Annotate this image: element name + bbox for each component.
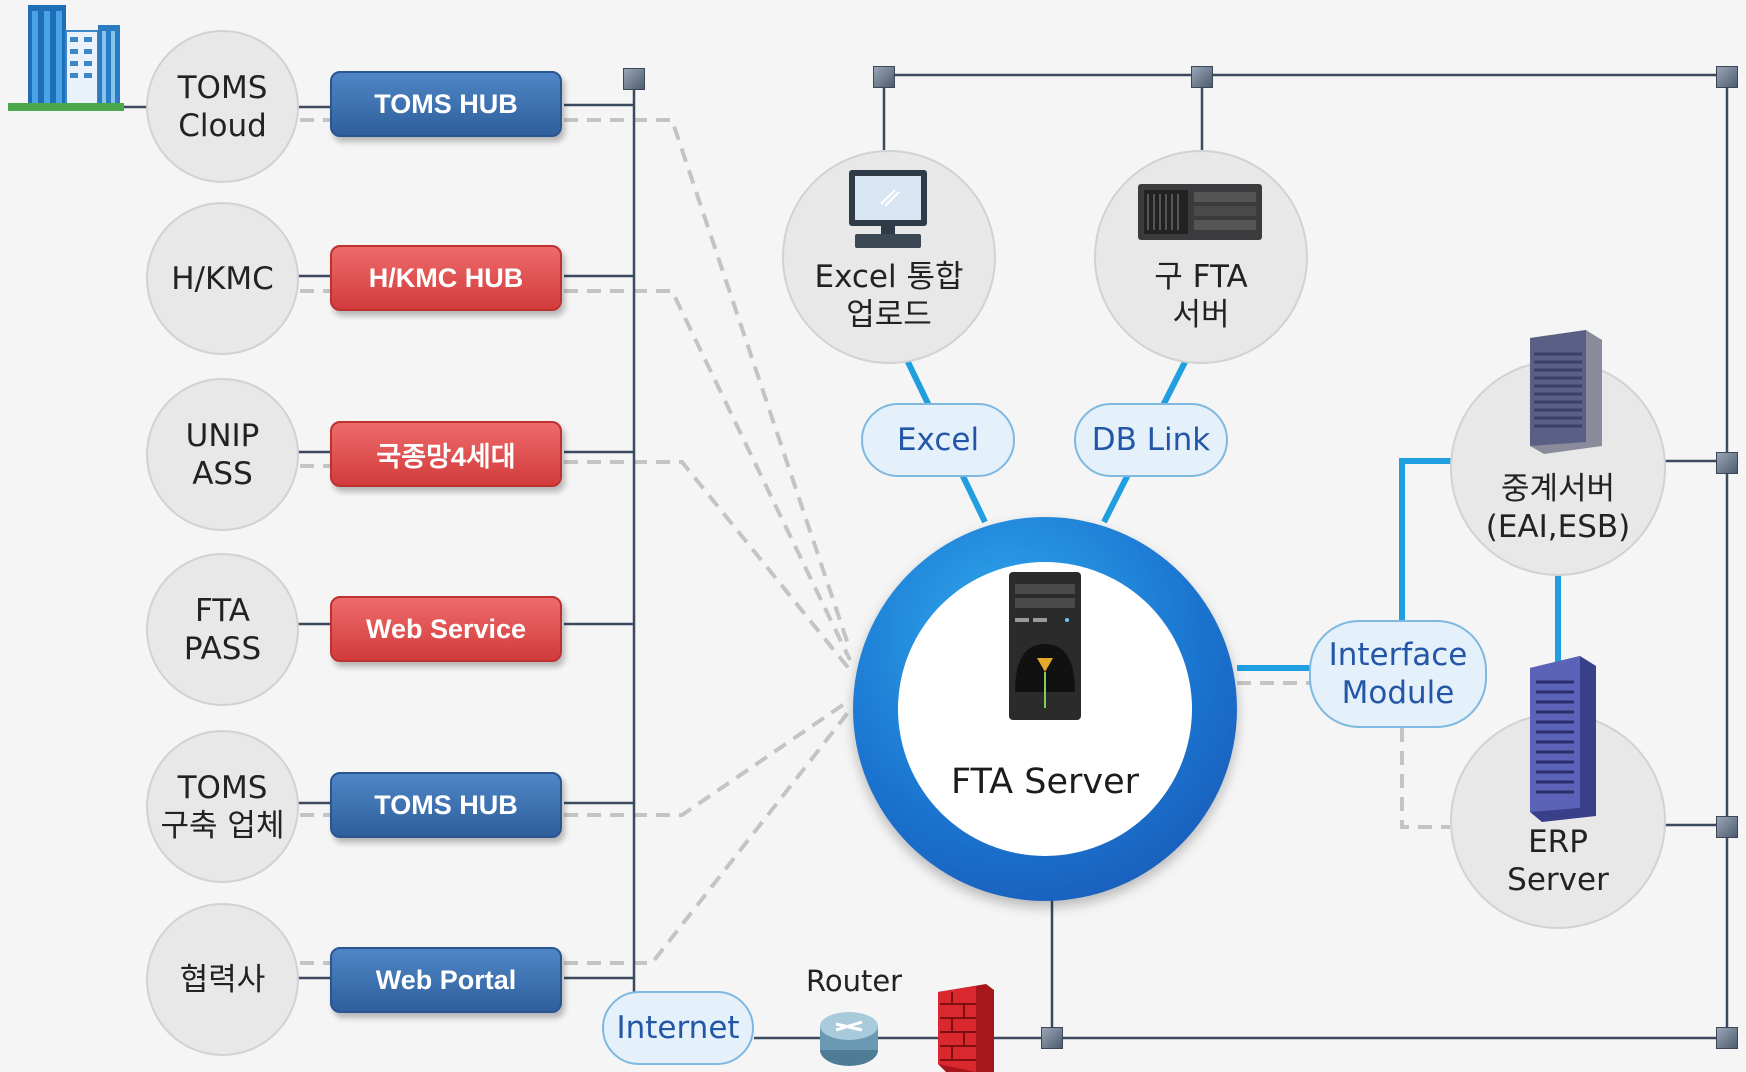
hub-web-portal: Web Portal	[330, 947, 562, 1013]
source-label-line: ASS	[192, 455, 253, 492]
building-icon	[8, 5, 124, 111]
hub-toms-hub-vendor: TOMS HUB	[330, 772, 562, 838]
connector-label-line: Interface	[1328, 637, 1468, 673]
internet-connector: Internet	[602, 991, 754, 1065]
source-label-line: 협력사	[179, 961, 266, 998]
source-label-line: UNIP	[185, 417, 260, 454]
firewall-icon	[938, 984, 994, 1072]
source-fta-pass: FTA PASS	[146, 553, 299, 706]
interface-module-connector: Interface Module	[1309, 620, 1487, 728]
fta-server-core: FTA Server	[898, 562, 1192, 856]
source-label-line: TOMS	[177, 69, 268, 106]
source-label-line: TOMS	[177, 769, 268, 806]
relay-server-icon	[1530, 330, 1602, 454]
node-label-line: ERP	[1528, 824, 1588, 860]
node-label-line: 중계서버	[1500, 471, 1616, 507]
excel-connector: Excel	[861, 403, 1015, 477]
fta-server-label: FTA Server	[950, 762, 1140, 802]
node-label-line: (EAI,ESB)	[1485, 509, 1631, 545]
source-label-line: FTA	[194, 592, 251, 629]
fta-server-hub: FTA Server	[853, 517, 1237, 901]
db-link-connector: DB Link	[1074, 403, 1228, 477]
network-node	[1716, 816, 1738, 838]
network-node	[1041, 1027, 1063, 1049]
network-node	[1716, 66, 1738, 88]
router-icon	[820, 1012, 878, 1066]
tower-server-icon	[1009, 572, 1081, 720]
source-label-line: Cloud	[178, 107, 267, 144]
node-label-line: Server	[1507, 862, 1609, 898]
monitor-icon	[849, 170, 927, 248]
hub-national-customs: 국종망4세대	[330, 421, 562, 487]
network-node	[1716, 1027, 1738, 1049]
node-label-line: Excel 통합	[814, 259, 964, 295]
source-toms-cloud: TOMS Cloud	[146, 30, 299, 183]
dashed-link-interface-erp	[1237, 681, 1450, 829]
source-partner: 협력사	[146, 903, 299, 1056]
source-unipass: UNIP ASS	[146, 378, 299, 531]
source-label-line: PASS	[183, 630, 262, 667]
rack-server-icon	[1138, 184, 1262, 240]
bottom-bus-line	[754, 897, 1727, 1040]
source-toms-vendor: TOMS 구축 업체	[146, 730, 299, 883]
hub-hkmc-hub: H/KMC HUB	[330, 245, 562, 311]
source-label-line: H/KMC	[171, 260, 274, 297]
network-node	[1191, 66, 1213, 88]
source-hkmc: H/KMC	[146, 202, 299, 355]
node-label-line: 서버	[1172, 297, 1230, 333]
network-node	[873, 66, 895, 88]
erp-server-icon	[1530, 656, 1596, 822]
router-label: Router	[806, 964, 903, 998]
node-label-line: 구 FTA	[1154, 259, 1248, 295]
network-node	[623, 68, 645, 90]
source-label-line: 구축 업체	[160, 807, 285, 844]
network-node	[1716, 452, 1738, 474]
connector-label-line: Module	[1341, 675, 1455, 711]
node-label-line: 업로드	[846, 297, 932, 333]
hub-web-service: Web Service	[330, 596, 562, 662]
old-fta-server-node: 구 FTA 서버	[1094, 150, 1308, 364]
hub-toms-hub: TOMS HUB	[330, 71, 562, 137]
relay-server-node: 중계서버 (EAI,ESB)	[1450, 360, 1666, 576]
